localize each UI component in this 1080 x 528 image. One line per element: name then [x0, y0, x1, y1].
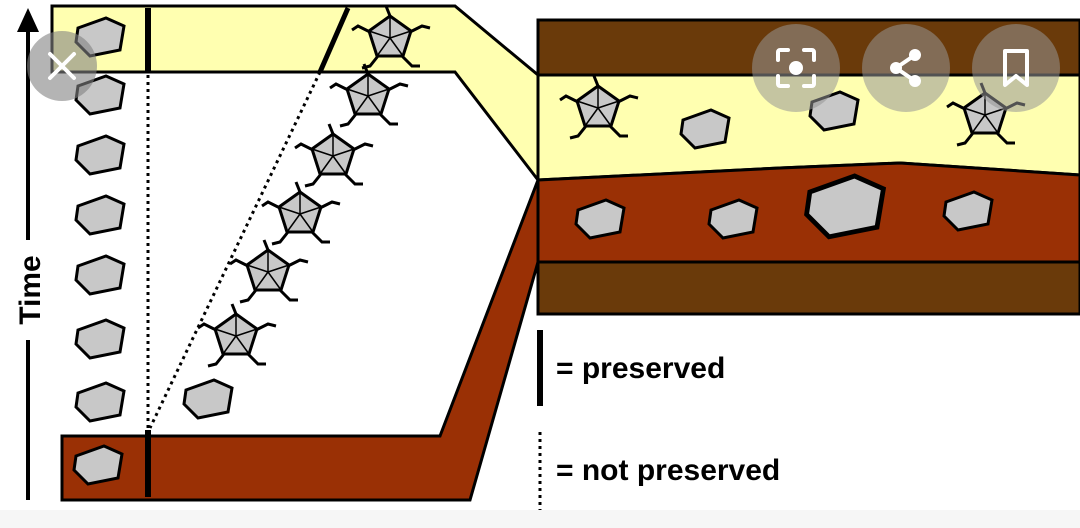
trilobite: [260, 180, 342, 246]
share-button[interactable]: [862, 24, 950, 112]
rock: [74, 194, 126, 236]
bookmark-icon: [1003, 49, 1029, 87]
time-label: Time: [14, 255, 47, 324]
trilobite-decayed: [196, 302, 278, 368]
rock: [74, 318, 126, 360]
rock: [74, 381, 126, 423]
lens-scan-button[interactable]: [752, 24, 840, 112]
rock: [182, 378, 234, 420]
legend-preserved-label: = preserved: [556, 352, 725, 385]
share-icon: [890, 49, 921, 87]
lens-scan-icon: [776, 48, 816, 88]
rock: [74, 254, 126, 296]
preserved-slant-top: [317, 6, 351, 74]
not-preserved-slant: [148, 71, 322, 429]
trilobite: [293, 122, 375, 188]
rock: [74, 134, 126, 176]
legend-not-preserved-label: = not preserved: [556, 454, 780, 487]
bookmark-button[interactable]: [972, 24, 1060, 112]
top-layer-left: [50, 4, 540, 185]
bottom-dark-layer: [536, 260, 1080, 316]
bottom-edge: [0, 510, 1080, 528]
close-button[interactable]: [27, 31, 97, 101]
close-icon: [48, 52, 76, 80]
time-arrow-head: [17, 8, 39, 32]
trilobite-decayed: [228, 238, 310, 304]
